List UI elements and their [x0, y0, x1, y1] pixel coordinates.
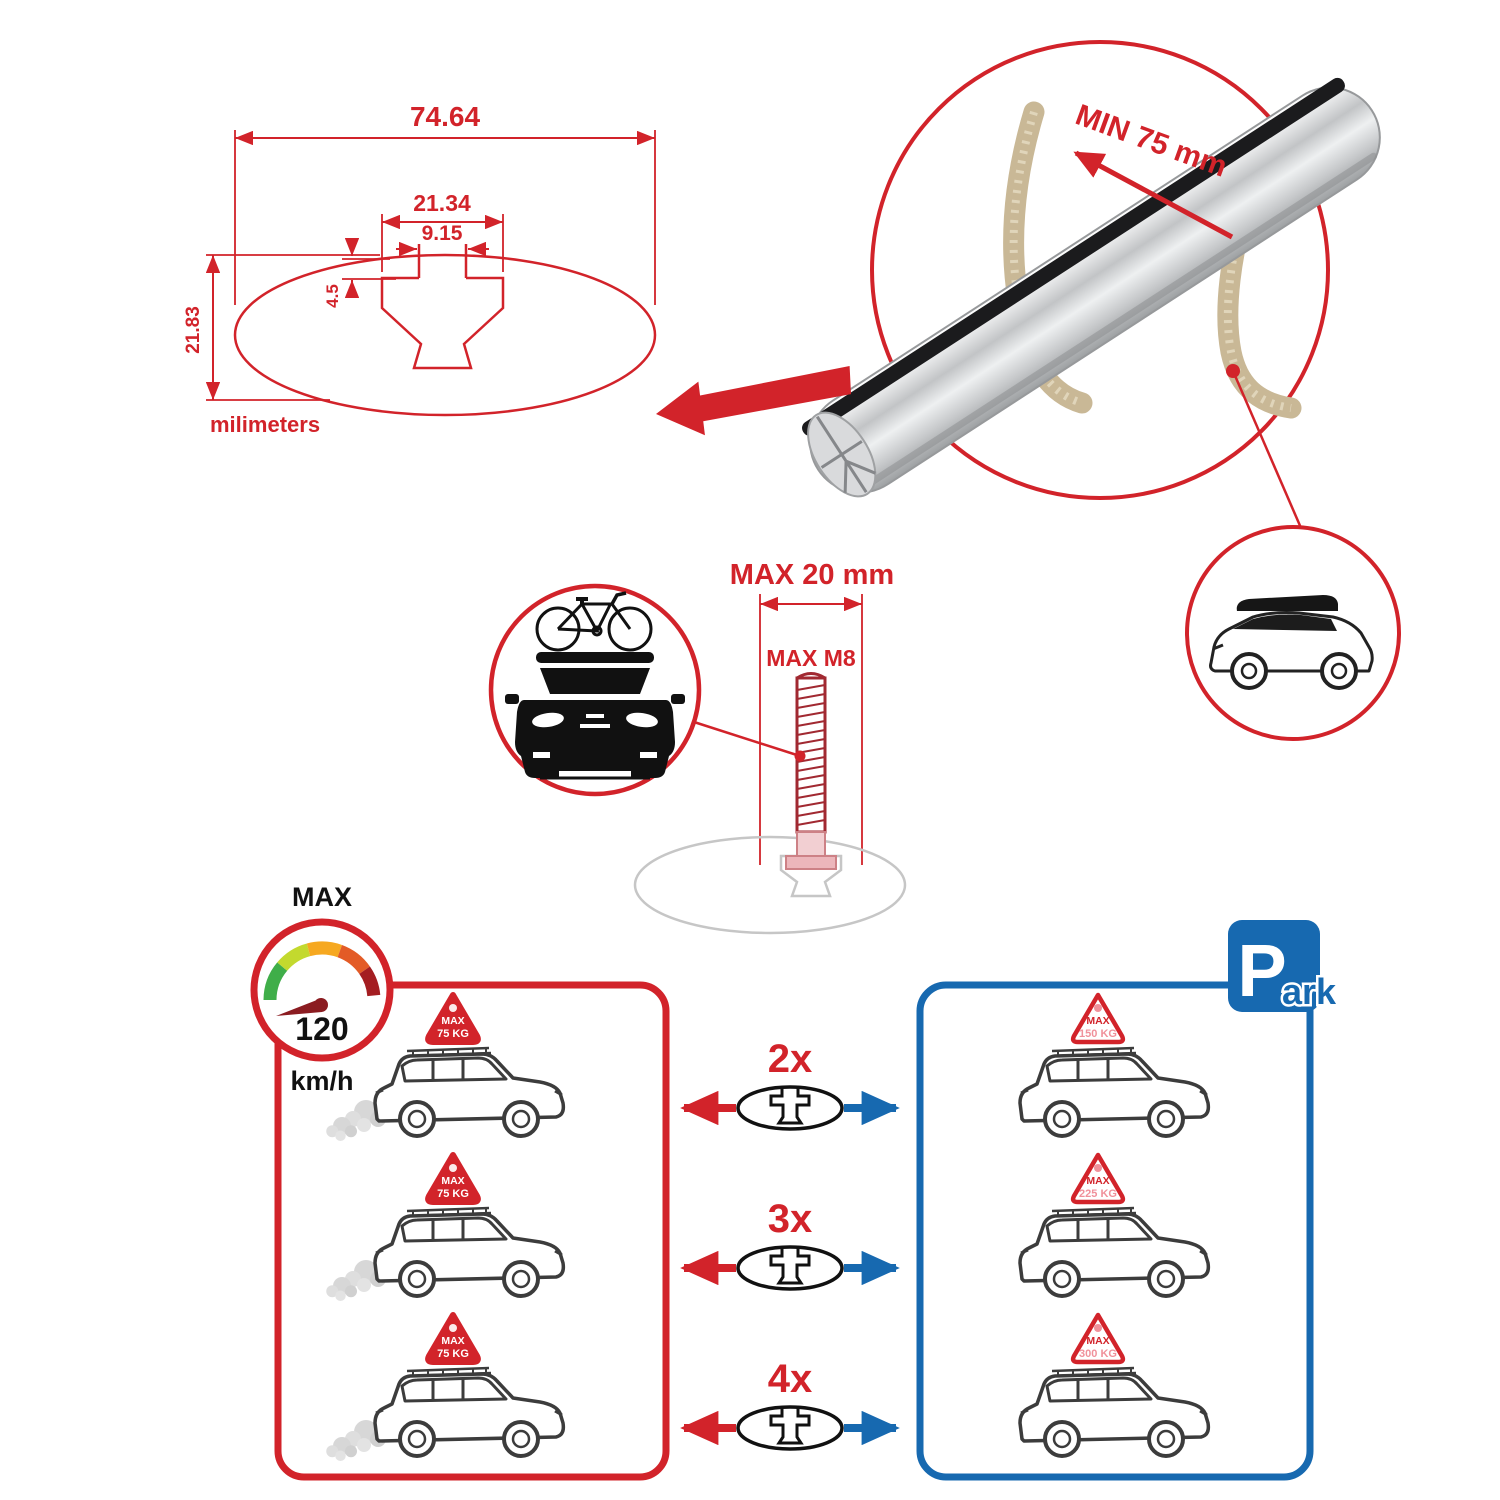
- dim-slot-width: 9.15: [396, 222, 489, 257]
- parked-car-2: MAX 225 KG: [1018, 1155, 1211, 1298]
- gauge-needle: [276, 998, 322, 1016]
- tag-max-label: MAX: [1086, 1015, 1109, 1027]
- load-tag: MAX 75 KG: [428, 995, 478, 1042]
- bar-count-label: 3x: [768, 1197, 813, 1241]
- min-span-arrow: [1073, 150, 1234, 240]
- speed-max-label: MAX: [292, 882, 352, 912]
- parking-sign: P ark: [1228, 920, 1340, 1015]
- gauge-arc: [263, 941, 381, 1001]
- driving-car-1: MAX 75 KG: [326, 995, 566, 1141]
- profile-t-slot: [380, 276, 505, 370]
- suv-roofbox-icon: [1209, 595, 1374, 690]
- total-height-label: 21.83: [183, 306, 204, 354]
- load-tag: MAX 225 KG: [1073, 1155, 1123, 1202]
- max-bolt-width-label: MAX 20 mm: [730, 559, 894, 591]
- speed-units: km/h: [290, 1066, 353, 1096]
- profile-dimension-drawing: 74.64 21.34 9.15 4.5 21.83 milimeters: [183, 101, 657, 437]
- units-label: milimeters: [210, 412, 320, 437]
- speed-value: 120: [295, 1011, 348, 1047]
- bike-car-detail: [488, 583, 702, 797]
- parking-sign-letter: P: [1237, 929, 1286, 1012]
- dim-lip-depth: 4.5: [323, 238, 396, 308]
- car-front-icon: [505, 652, 685, 780]
- bicycle-icon: [535, 591, 653, 652]
- gauge-pivot: [314, 998, 328, 1012]
- crossbar-icon: [802, 77, 1381, 498]
- suv-roofbox-detail: [1185, 525, 1401, 741]
- total-width-label: 74.64: [410, 101, 480, 132]
- load-tag: MAX 75 KG: [428, 1315, 478, 1362]
- parking-sign-box: [1228, 920, 1320, 1012]
- bolt-connector-line: [693, 720, 801, 758]
- bar-count-label: 4x: [768, 1357, 813, 1401]
- lip-depth-label: 4.5: [323, 284, 342, 308]
- tag-max-label: MAX: [441, 1175, 464, 1187]
- parked-car-1: MAX 150 KG: [1018, 995, 1211, 1138]
- driving-car-2: MAX 75 KG: [326, 1155, 566, 1301]
- tag-max-label: MAX: [441, 1015, 464, 1027]
- dim-total-height: 21.83: [183, 254, 380, 401]
- t-bolt-icon: [785, 672, 837, 870]
- bar-count-row-2: 3x: [680, 1197, 900, 1291]
- load-tag: MAX 300 KG: [1073, 1315, 1123, 1362]
- tag-weight-label: 150 KG: [1079, 1028, 1117, 1040]
- profile-pointer-arrow: [656, 366, 852, 436]
- channel-width-label: 21.34: [413, 190, 471, 216]
- tag-weight-label: 75 KG: [437, 1028, 469, 1040]
- bolt-pointer-dot: [794, 750, 806, 762]
- parking-sign-rest: ark: [1282, 971, 1337, 1012]
- bar-count-row-1: 2x: [680, 1037, 900, 1131]
- profile-slot-walls: [417, 244, 468, 278]
- profile-ellipse: [233, 253, 657, 417]
- detail-connector-line: [1231, 370, 1303, 529]
- load-tag: MAX 75 KG: [428, 1155, 478, 1202]
- bar-section-icon: [736, 1085, 844, 1131]
- driving-car-3: MAX 75 KG: [326, 1315, 566, 1461]
- bar-count-label: 2x: [768, 1037, 813, 1081]
- tag-max-label: MAX: [1086, 1335, 1109, 1347]
- tag-max-label: MAX: [1086, 1175, 1109, 1187]
- tag-weight-label: 75 KG: [437, 1348, 469, 1360]
- speed-limit-gauge: MAX 120 km/h: [250, 882, 394, 1096]
- slot-width-label: 9.15: [422, 222, 463, 245]
- dim-total-width: 74.64: [234, 101, 656, 305]
- bar-count-row-3: 4x: [680, 1357, 900, 1451]
- parked-car-3: MAX 300 KG: [1018, 1315, 1211, 1458]
- dim-channel-width: 21.34: [381, 190, 504, 272]
- tag-weight-label: 300 KG: [1079, 1348, 1117, 1360]
- max-thread-label: MAX M8: [766, 645, 856, 671]
- tag-weight-label: 225 KG: [1079, 1188, 1117, 1200]
- faded-profile-icon: [633, 835, 907, 935]
- tag-max-label: MAX: [441, 1335, 464, 1347]
- tag-weight-label: 75 KG: [437, 1188, 469, 1200]
- crossbar-detail: MIN 75 mm: [656, 40, 1381, 529]
- bolt-diagram: MAX 20 mm MAX M8: [633, 559, 907, 935]
- load-tag: MAX 150 KG: [1073, 995, 1123, 1042]
- bar-section-icon: [736, 1405, 844, 1451]
- bar-section-icon: [736, 1245, 844, 1291]
